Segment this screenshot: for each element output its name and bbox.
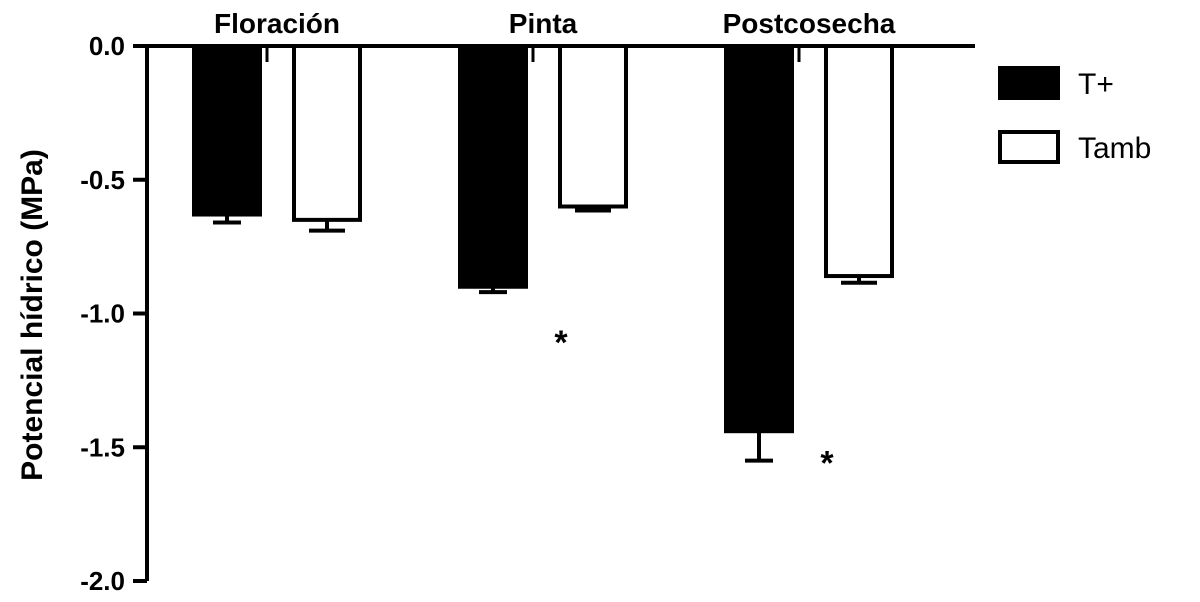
bar-t--0 bbox=[192, 44, 262, 217]
category-label: Pinta bbox=[509, 8, 578, 39]
y-axis-title: Potencial hídrico (MPa) bbox=[16, 149, 49, 481]
category-label: Floración bbox=[214, 8, 340, 39]
legend-swatch-tamb bbox=[998, 130, 1060, 164]
legend-swatch-t- bbox=[998, 66, 1060, 100]
labels-layer: Potencial hídrico (MPa) Floración Pinta Po… bbox=[16, 8, 896, 596]
bars-layer bbox=[192, 44, 894, 463]
bar-t--1 bbox=[458, 44, 528, 289]
legend-label: T+ bbox=[1078, 68, 1114, 101]
bar-tamb-1 bbox=[558, 44, 628, 209]
axis-layer bbox=[133, 44, 975, 583]
y-tick-label: -1.0 bbox=[80, 299, 125, 329]
y-tick-label: 0.0 bbox=[89, 31, 125, 61]
y-tick-label: -2.0 bbox=[80, 566, 125, 596]
significance-marker: * bbox=[820, 445, 834, 483]
bar-t--2 bbox=[724, 44, 794, 434]
bar-tamb-2 bbox=[824, 44, 894, 279]
bar-tamb-0 bbox=[292, 44, 362, 222]
significance-marker: * bbox=[554, 324, 568, 362]
y-tick-label: -1.5 bbox=[80, 432, 125, 462]
y-tick-label: -0.5 bbox=[80, 165, 125, 195]
category-label: Postcosecha bbox=[723, 8, 896, 39]
legend: T+ Tamb bbox=[998, 66, 1151, 165]
legend-label: Tamb bbox=[1078, 132, 1151, 165]
